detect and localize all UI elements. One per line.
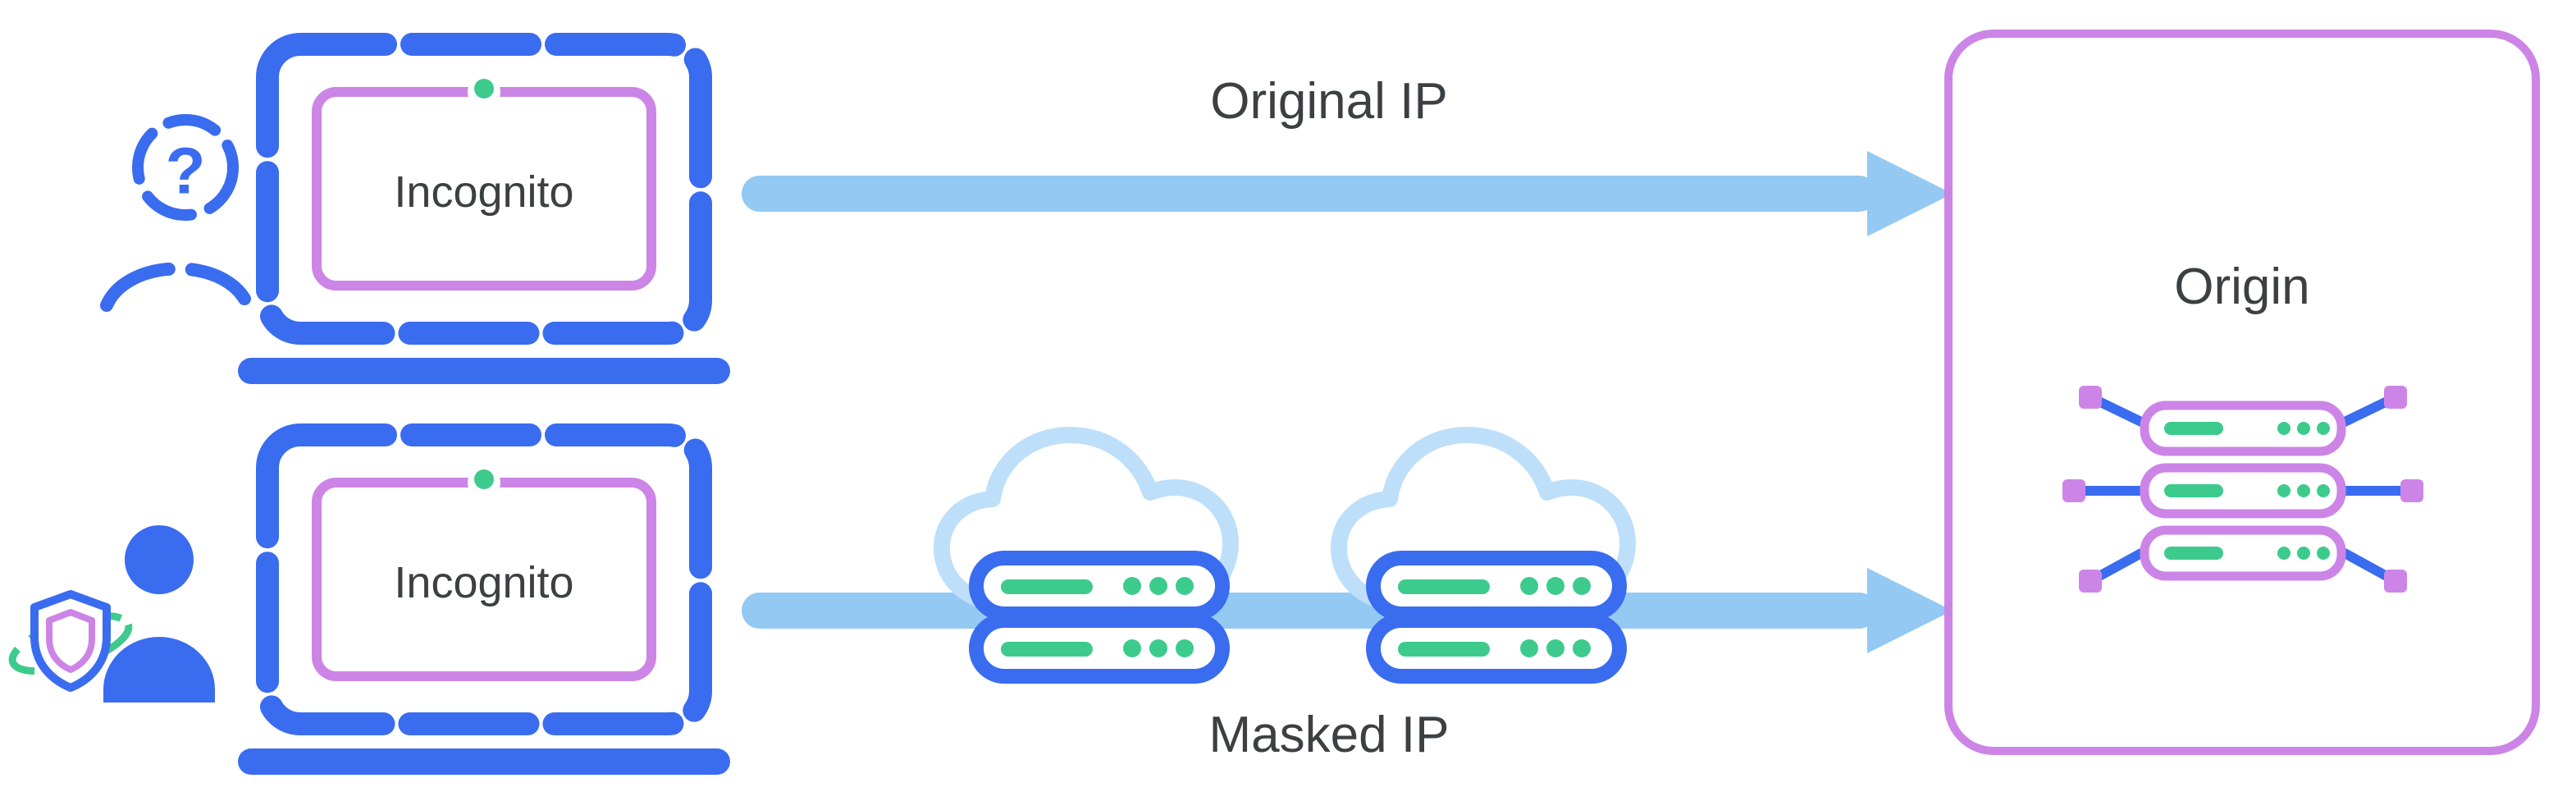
question-head-circle	[132, 114, 239, 221]
laptop-bottom: Incognito	[238, 423, 730, 786]
rack-nodes	[2062, 386, 2423, 593]
user-head	[125, 525, 194, 594]
masked-ip-label: Masked IP	[1208, 706, 1450, 763]
user-body	[103, 637, 215, 703]
rack-units	[2139, 400, 2345, 581]
laptop-icon: Incognito	[238, 33, 730, 384]
arrow-shaft	[742, 176, 1877, 212]
protected-user-shield-icon	[8, 525, 215, 703]
origin-server-rack-icon	[2062, 386, 2423, 593]
laptop-screen-label: Incognito	[394, 167, 573, 217]
laptop-frame	[256, 33, 712, 345]
screen-status-dot	[474, 79, 494, 98]
laptop-icon: Incognito	[238, 423, 730, 775]
screen-status-dot	[474, 469, 494, 489]
laptop-base	[238, 358, 730, 384]
shield-inner	[46, 609, 95, 673]
server-stack-icon	[969, 551, 1230, 684]
laptop-frame	[256, 423, 712, 735]
anonymous-user-question-icon: ?	[100, 114, 251, 312]
shield-outline	[30, 590, 111, 692]
origin-box: Origin	[1944, 30, 2540, 755]
proxy-cloud-2	[1331, 427, 1636, 684]
server-stack-icon	[1366, 551, 1627, 684]
laptop-base	[238, 748, 730, 775]
proxy-cloud-1	[934, 427, 1239, 684]
original-ip-label: Original IP	[1210, 72, 1448, 130]
origin-label: Origin	[2174, 258, 2310, 315]
arrow-head	[1867, 568, 1953, 653]
original-ip-arrow	[742, 151, 1953, 236]
laptop-top: Incognito	[238, 33, 730, 396]
laptop-screen-label: Incognito	[394, 558, 573, 607]
arrow-head	[1867, 151, 1953, 236]
shoulders-arc	[100, 262, 251, 312]
question-mark-glyph: ?	[166, 135, 206, 208]
arrow-shaft	[742, 593, 1877, 629]
